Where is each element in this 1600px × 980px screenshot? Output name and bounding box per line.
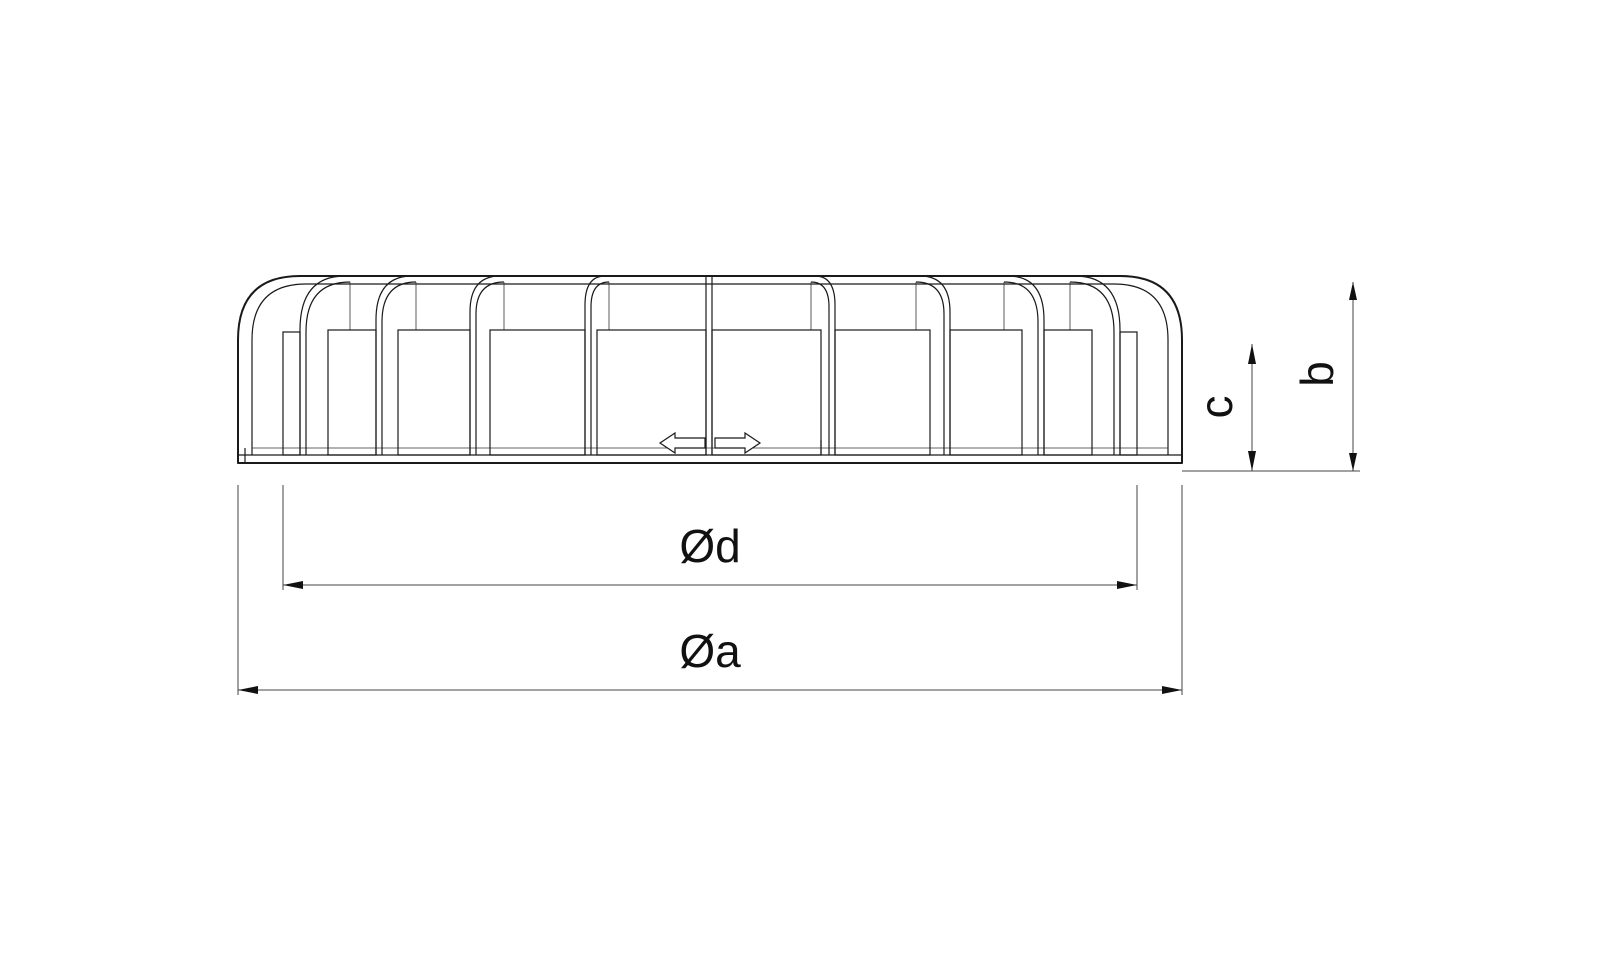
- rib: [469, 275, 501, 455]
- left-arrow-icon: [658, 431, 706, 455]
- dimension-height-b: b: [1291, 282, 1357, 471]
- rib: [305, 281, 351, 455]
- rib: [381, 281, 417, 455]
- rib: [919, 275, 951, 455]
- ribs: [299, 275, 1121, 455]
- rib: [299, 275, 346, 455]
- cover-side-view: [237, 275, 1183, 464]
- right-arrow-icon: [714, 431, 762, 455]
- rib: [584, 275, 606, 455]
- panel: [834, 329, 931, 456]
- panel: [1043, 329, 1093, 456]
- panel: [1119, 331, 1138, 456]
- height-b-label: b: [1291, 361, 1343, 387]
- rib: [810, 281, 830, 455]
- dimension-outer-diameter: Øa: [237, 485, 1183, 695]
- rib: [1069, 281, 1115, 455]
- outer-diameter-label: Øa: [679, 625, 741, 677]
- rib: [1007, 275, 1045, 455]
- inner-diameter-label: Ød: [679, 520, 740, 572]
- cover-outline: [237, 275, 1183, 464]
- shoulder-contour: [251, 283, 1169, 455]
- panel: [327, 329, 377, 456]
- arrow-top: [1349, 282, 1357, 300]
- panel: [949, 329, 1023, 456]
- rib: [475, 281, 505, 455]
- panel: [596, 329, 707, 456]
- panel: [397, 329, 471, 456]
- panel: [711, 329, 822, 456]
- rib: [375, 275, 413, 455]
- rib: [915, 281, 945, 455]
- top-ticks: [349, 282, 1071, 330]
- arrow-bottom: [1349, 453, 1357, 471]
- panels: [282, 329, 1138, 456]
- rib: [1074, 275, 1121, 455]
- panel: [282, 331, 301, 456]
- dimension-inner-diameter: Ød: [282, 485, 1138, 590]
- rib: [814, 275, 836, 455]
- rib: [590, 281, 610, 455]
- direction-arrows: [658, 431, 762, 455]
- panel: [489, 329, 586, 456]
- dimension-height-c: c: [1182, 344, 1360, 472]
- rib: [1003, 281, 1039, 455]
- height-c-label: c: [1190, 396, 1242, 419]
